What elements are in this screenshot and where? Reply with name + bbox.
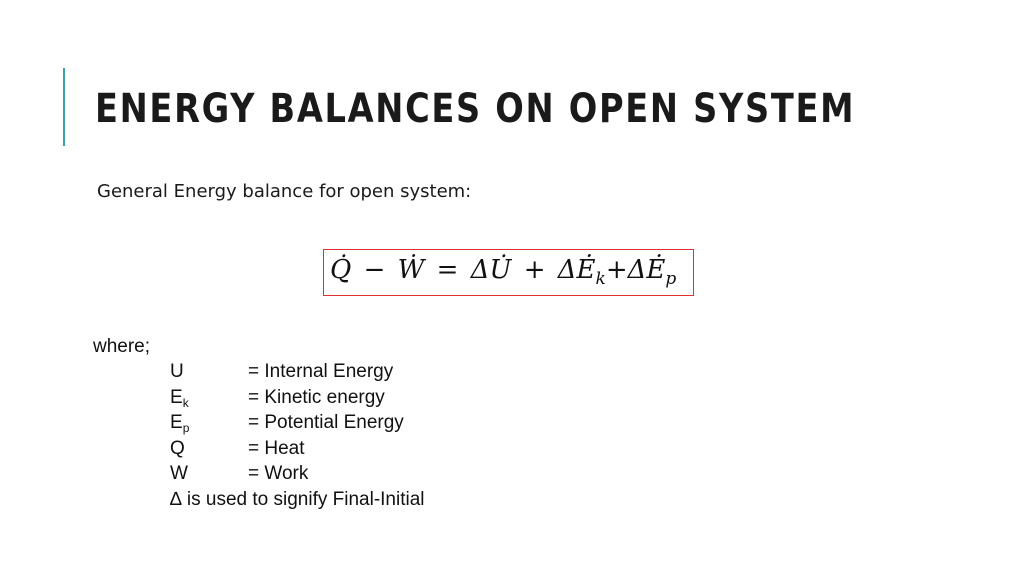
definition-description: = Internal Energy bbox=[248, 361, 394, 382]
where-label: where; bbox=[93, 336, 151, 357]
equation-box bbox=[323, 249, 694, 296]
definitions-list: U = Internal Energy Ek = Kinetic energy … bbox=[170, 359, 425, 512]
work-rate-term: Ẇ bbox=[397, 255, 425, 285]
definition-row: Ek = Kinetic energy bbox=[170, 385, 425, 411]
minus-sign: − bbox=[363, 255, 386, 285]
slide-title: ENERGY BALANCES ON OPEN SYSTEM bbox=[95, 86, 856, 132]
definition-description: = Work bbox=[248, 463, 309, 484]
definition-symbol: Ep bbox=[170, 412, 190, 435]
definition-symbol: Ek bbox=[170, 386, 189, 410]
heat-rate-term: Q̇ bbox=[330, 255, 352, 285]
definition-row: W = Work bbox=[170, 461, 425, 487]
title-accent-bar bbox=[63, 68, 65, 146]
definition-symbol: Q bbox=[170, 437, 185, 459]
energy-balance-equation: Q̇ − Ẇ = ΔU̇ + ΔĖk+ΔĖp bbox=[330, 253, 677, 289]
definition-row: U = Internal Energy bbox=[170, 359, 425, 385]
definition-symbol: W bbox=[170, 463, 188, 484]
definition-description: = Kinetic energy bbox=[248, 386, 385, 408]
plus-sign: + bbox=[523, 255, 546, 285]
slide-subtitle: General Energy balance for open system: bbox=[97, 181, 472, 202]
definition-description: = Potential Energy bbox=[248, 412, 404, 433]
internal-energy-term: ΔU̇ bbox=[470, 255, 512, 285]
delta-note: ∆ is used to signify Final-Initial bbox=[170, 488, 425, 510]
definition-row: Ep = Potential Energy bbox=[170, 410, 425, 436]
definition-description: = Heat bbox=[248, 437, 305, 459]
definition-symbol: U bbox=[170, 361, 184, 382]
equals-sign: = bbox=[436, 255, 459, 285]
definition-row: Q = Heat bbox=[170, 436, 425, 462]
plus-sign-2: + bbox=[605, 255, 628, 285]
potential-energy-term: ΔĖp bbox=[627, 255, 677, 289]
kinetic-energy-term: ΔĖk bbox=[557, 255, 606, 289]
